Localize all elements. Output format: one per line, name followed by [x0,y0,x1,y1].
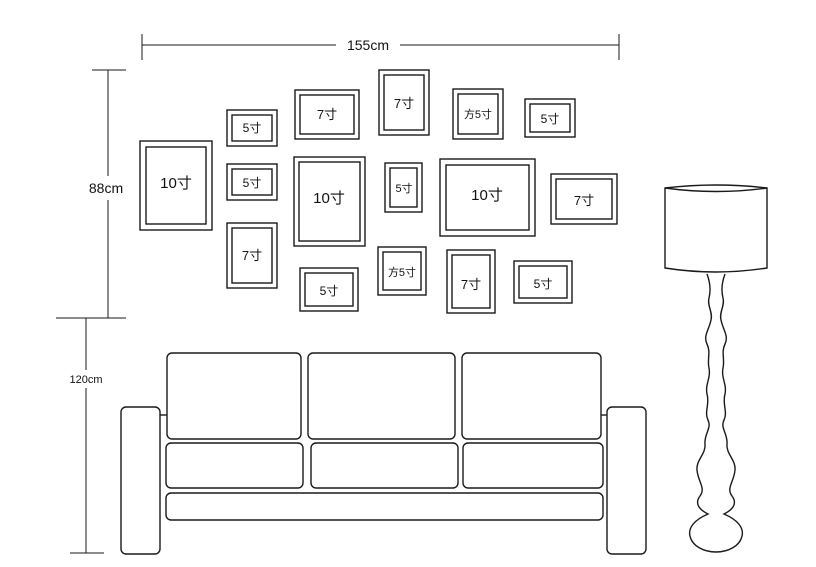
svg-text:10寸: 10寸 [313,190,345,207]
svg-text:5寸: 5寸 [320,284,339,298]
svg-text:5寸: 5寸 [395,181,412,195]
svg-text:5寸: 5寸 [534,277,553,291]
frame-square-5-top-right: 方5寸 [452,88,504,140]
floor-label: 120cm [69,374,102,386]
frame-7-bottom-left: 7寸 [226,222,278,289]
svg-text:7寸: 7寸 [574,193,594,208]
frame-5-bottom-right: 5寸 [513,260,573,304]
floor-dimension: 120cm [69,318,104,554]
floor-lamp [664,184,768,553]
frame-7-top-center-left: 7寸 [294,89,360,140]
frame-7-right: 7寸 [550,173,618,225]
svg-text:5寸: 5寸 [243,121,262,135]
frame-10-center-right: 10寸 [439,158,536,237]
frame-5-mid-left: 5寸 [226,163,278,201]
svg-text:方5寸: 方5寸 [464,107,492,121]
height-dimension: 88cm [56,69,126,319]
frame-7-bottom-right: 7寸 [446,249,496,314]
frame-10-left: 10寸 [139,140,213,231]
width-label: 155cm [347,37,389,53]
frame-5-top-left: 5寸 [226,109,278,147]
frame-square-5-bottom-center: 方5寸 [377,246,427,296]
svg-text:10寸: 10寸 [471,187,503,204]
svg-text:10寸: 10寸 [160,175,192,192]
frame-7-top-center: 7寸 [378,69,430,136]
svg-text:方5寸: 方5寸 [388,265,416,279]
width-dimension: 155cm [141,34,620,60]
frame-5-bottom-center-left: 5寸 [299,267,359,312]
svg-text:5寸: 5寸 [541,112,560,126]
frame-10-center-left: 10寸 [293,156,366,247]
svg-text:7寸: 7寸 [461,277,481,292]
svg-text:7寸: 7寸 [242,248,262,263]
svg-text:7寸: 7寸 [394,96,414,111]
frame-5-top-right: 5寸 [524,98,576,138]
sofa [120,352,647,555]
svg-text:5寸: 5寸 [243,176,262,190]
height-label: 88cm [89,180,123,196]
frame-5-center-portrait: 5寸 [384,162,423,213]
svg-text:7寸: 7寸 [317,107,337,122]
